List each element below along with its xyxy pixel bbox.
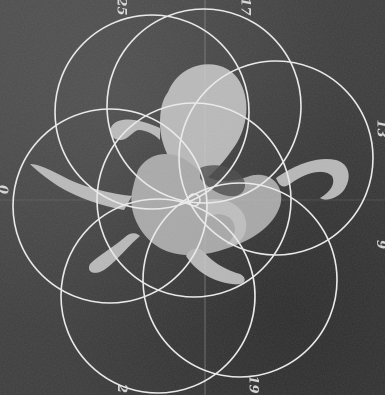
edge-label-top-right: 17: [239, 0, 252, 16]
edge-label-left: 0: [0, 185, 9, 194]
edge-label-right-lower: 9: [374, 240, 385, 249]
edge-label-top-left: 25: [115, 0, 128, 16]
edge-label-bottom-left: 2: [115, 384, 128, 393]
edge-label-right-upper: 13: [375, 119, 385, 137]
edge-label-bottom-right: 19: [247, 375, 260, 393]
